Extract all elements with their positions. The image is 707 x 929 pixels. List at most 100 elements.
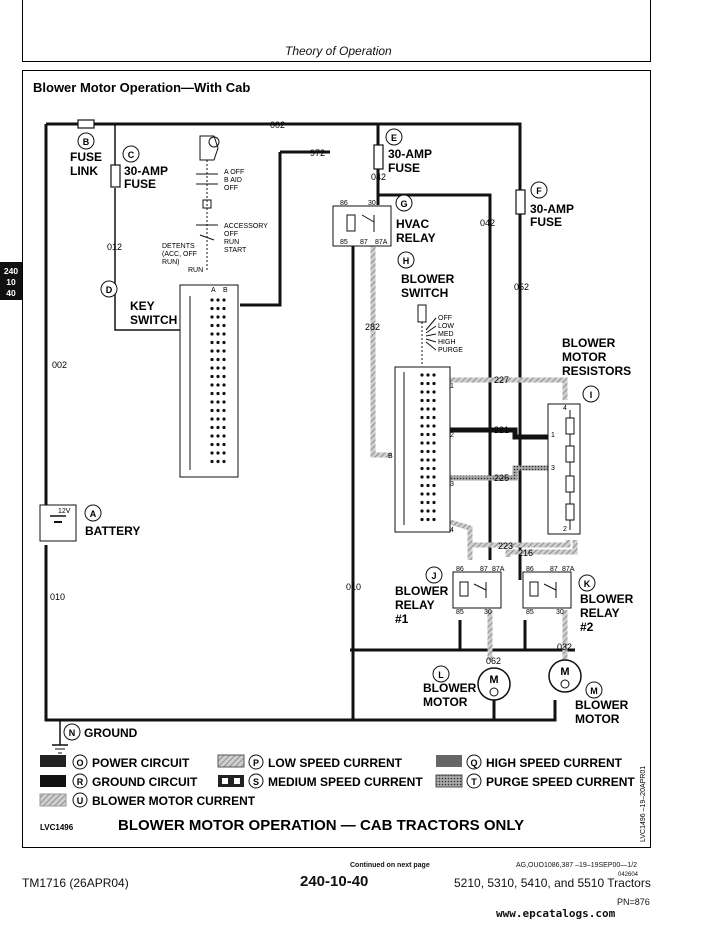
continued-note: Continued on next page [350, 862, 430, 869]
svg-text:M: M [560, 666, 569, 678]
relay-pin-label: 87 [480, 566, 488, 573]
switch-contact [432, 381, 436, 386]
switch-contact [420, 424, 424, 428]
switch-contact [222, 340, 226, 345]
diagram-frame [22, 70, 651, 848]
key-detent-label: DETENTS [162, 243, 195, 250]
switch-contact [216, 459, 220, 464]
switch-contact [432, 500, 436, 505]
switch-contact [222, 417, 226, 421]
switch-contact [432, 483, 436, 488]
switch-contact [432, 449, 436, 454]
key-switch-label: KEY [130, 299, 155, 313]
terminal-label: 3 [450, 481, 454, 488]
relay-pin-label: 87A [562, 566, 575, 573]
wire-972 [240, 152, 282, 307]
blower-relay-2-label: #2 [580, 620, 594, 634]
legend-letter: S [253, 777, 259, 787]
legend-letter: O [76, 758, 83, 768]
fuse-e-symbol [373, 144, 384, 170]
switch-contact [216, 451, 220, 455]
legend-label: HIGH SPEED CURRENT [486, 756, 623, 770]
relay-pin-label: 85 [456, 609, 464, 616]
resistor-1 [565, 417, 575, 435]
switch-contact [426, 415, 430, 420]
switch-contact [216, 357, 220, 362]
wire-042-right [378, 193, 492, 560]
switch-contact [420, 475, 424, 479]
switch-contact [216, 391, 220, 396]
manual-id: TM1716 (26APR04) [22, 876, 129, 890]
callout-letter: E [391, 133, 397, 143]
callout-letter: J [431, 571, 436, 581]
switch-contact [216, 425, 220, 430]
wire-label: 062 [486, 656, 501, 666]
figure-id: LVC1496 [40, 823, 74, 832]
switch-contact [222, 298, 226, 302]
switch-contact [210, 400, 214, 404]
switch-contact [426, 407, 430, 411]
switch-contact [426, 466, 430, 471]
blower-relay-2-label: BLOWER [580, 592, 634, 606]
wire-002-top [46, 122, 522, 580]
watermark-link[interactable]: www.epcatalogs.com [496, 907, 616, 920]
fuse-c-label: 30-AMP [124, 164, 168, 178]
wire-282 [370, 245, 392, 458]
wire-label: 012 [107, 242, 122, 252]
wire-label: 010 [50, 592, 65, 602]
key-col-label: B [223, 287, 228, 294]
key-detent-label: RUN) [162, 259, 180, 266]
switch-contact [426, 500, 430, 505]
hvac-relay-body [332, 205, 392, 247]
wire-012 [114, 188, 185, 331]
key-pos-label: RUN [224, 239, 239, 246]
resistor-2 [565, 445, 575, 463]
switch-contact [216, 332, 220, 336]
key-pos-label: ACCESSORY [224, 223, 268, 230]
key-pos-label: OFF [224, 185, 238, 192]
legend-label: PURGE SPEED CURRENT [486, 775, 635, 789]
callout-letter: D [106, 285, 113, 295]
terminal-label: 4 [563, 405, 567, 412]
resistors-label: MOTOR [562, 350, 607, 364]
switch-contact [420, 373, 424, 377]
relay-pin-label: 30 [556, 609, 564, 616]
switch-contact [210, 340, 214, 345]
blower-pos-label: MED [438, 331, 454, 338]
switch-contact [216, 434, 220, 438]
key-pos-label: A OFF [224, 169, 244, 176]
fuse-f-label: FUSE [530, 215, 562, 229]
relay-pin-label: 87A [375, 239, 388, 246]
switch-contact [222, 442, 226, 447]
legend-label: GROUND CIRCUIT [92, 775, 198, 789]
callout-c [122, 145, 140, 163]
blower-switch-label: BLOWER [401, 272, 455, 286]
switch-contact [420, 517, 424, 522]
legend-letter: U [77, 796, 84, 806]
fuse-f-label: 30-AMP [530, 202, 574, 216]
callout-g [395, 194, 413, 212]
wire-purge [449, 519, 473, 560]
switch-contact [210, 425, 214, 430]
callout-k [578, 574, 596, 592]
wire-227 [450, 377, 568, 400]
fuse-e-label: FUSE [388, 161, 420, 175]
switch-contact [222, 459, 226, 464]
resistor-4 [565, 503, 575, 521]
switch-contact [432, 390, 436, 394]
key-switch-label: SWITCH [130, 313, 177, 327]
ground-lead [46, 719, 61, 745]
switch-contact [426, 483, 430, 488]
blower-pos-label: PURGE [438, 347, 463, 354]
callout-b [77, 132, 95, 150]
resistors-body [547, 403, 581, 535]
battery-label: BATTERY [85, 524, 140, 538]
switch-contact [426, 424, 430, 428]
side-tab: 240 10 40 [0, 262, 22, 300]
switch-contact [420, 492, 424, 496]
legend-swatch-medium [218, 775, 244, 787]
switch-contact [420, 466, 424, 471]
switch-contact [216, 400, 220, 404]
callout-letter: L [438, 670, 444, 680]
hvac-relay-label: HVAC [396, 217, 429, 231]
